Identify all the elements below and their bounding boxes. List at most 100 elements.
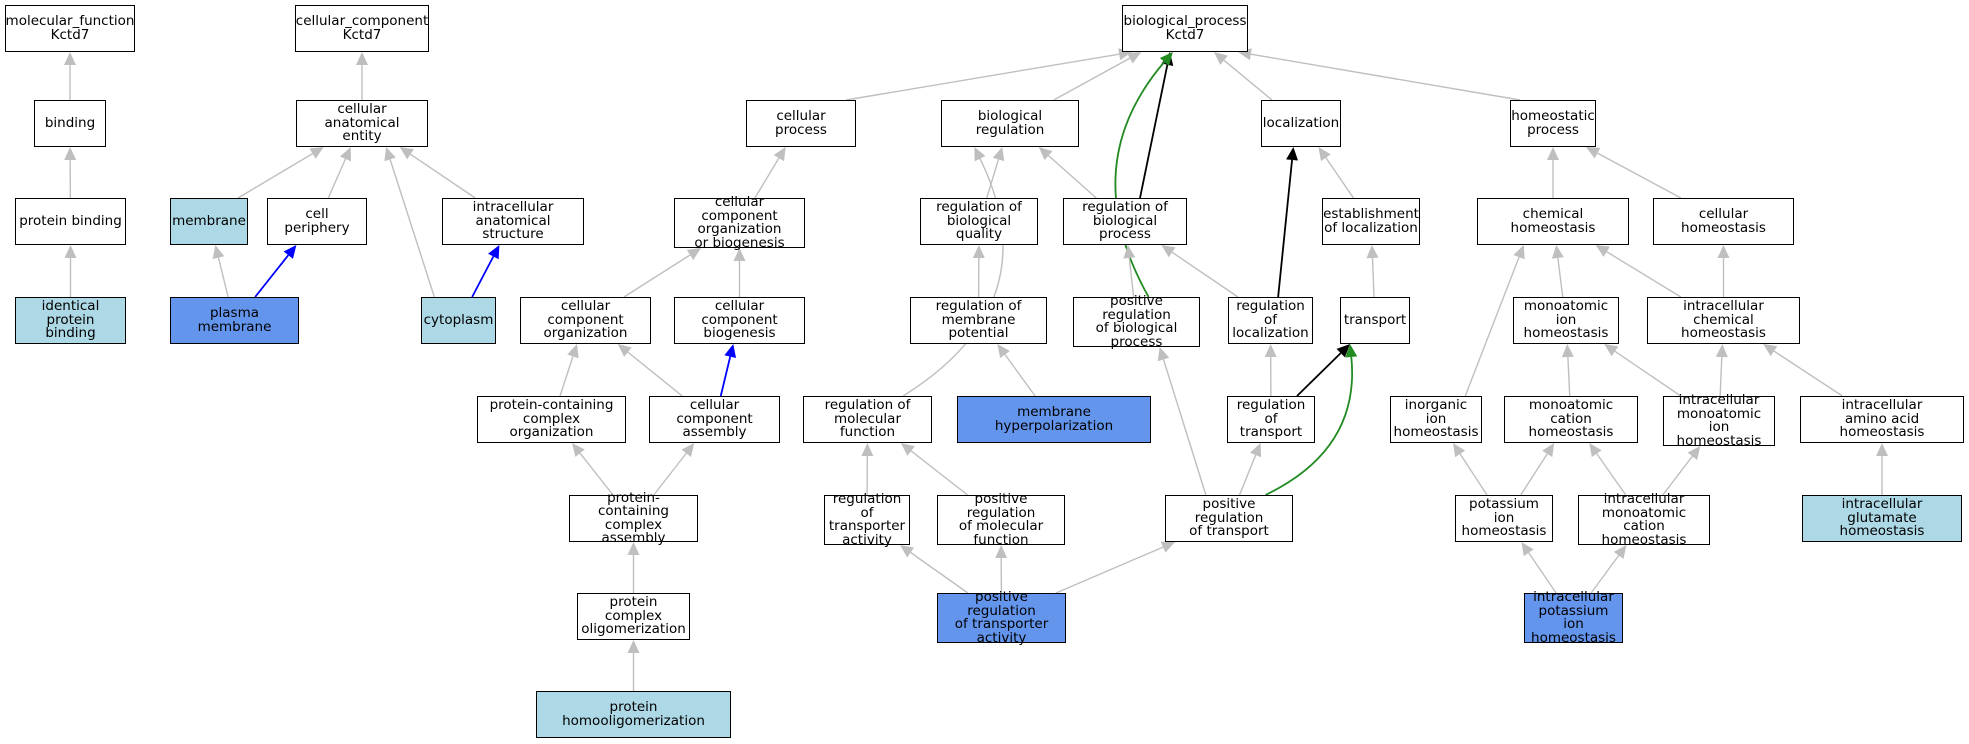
edge-igh-to-iaah [1876,443,1888,495]
node-regulation-of-biological-quality[interactable]: regulation of biological quality [920,198,1038,245]
edge-pcca-to-cca [653,443,695,496]
arrowhead [1687,446,1701,460]
edge-cytoplasm-to-intracellular_anatomical [471,245,500,298]
node-positive-regulation-of-molecular-function[interactable]: positive regulation of molecular functio… [937,492,1065,546]
node-intracellular-potassium-ion-homeostasis[interactable]: intracellular potassium ion homeostasis [1524,590,1623,644]
edge-prbp-to-rbp [1123,245,1136,298]
edge-cellular_process-to-bp [845,48,1132,101]
node-binding[interactable]: binding [34,100,106,147]
edge-transport-to-eol [1366,245,1379,298]
node-intracellular-glutamate-homeostasis[interactable]: intracellular glutamate homeostasis [1802,495,1962,542]
node-cytoplasm[interactable]: cytoplasm [421,297,496,344]
edge-prt-to-prbp [1157,347,1207,496]
node-localization[interactable]: localization [1261,100,1341,147]
arrowhead [1717,245,1730,258]
node-cellular-component-organization-or-biogenesis[interactable]: cellular component organization or bioge… [674,195,805,249]
node-chemical-homeostasis[interactable]: chemical homeostasis [1477,198,1629,245]
node-regulation-of-localization[interactable]: regulation of localization [1228,297,1313,344]
edge-rol-to-localization [1277,147,1299,298]
node-regulation-of-membrane-potential[interactable]: regulation of membrane potential [910,297,1047,344]
node-transport[interactable]: transport [1340,297,1410,344]
node-regulation-of-transport[interactable]: regulation of transport [1227,396,1315,443]
edge-chemical_homeostasis-to-homeostatic_process [1547,147,1559,198]
edge-rol-to-rbp [1161,245,1239,298]
edge-identical_protein_binding-to-protein_binding [64,245,77,297]
arrowhead [773,147,786,162]
node-homeostatic-process[interactable]: homeostatic process [1510,100,1596,147]
node-cellular-component-organization[interactable]: cellular component organization [520,297,651,344]
node-biological-regulation[interactable]: biological regulation [941,100,1079,147]
edge-rot-to-rol [1264,344,1277,397]
node-cellular-component[interactable]: cellular_component Kctd7 [295,5,429,52]
edge-cca-to-cco [617,344,683,397]
node-positive-regulation-of-transport[interactable]: positive regulation of transport [1165,495,1293,542]
node-cellular-component-biogenesis[interactable]: cellular component biogenesis [674,297,805,344]
node-cell-periphery[interactable]: cell periphery [267,198,367,245]
edge-prt-to-transport [1265,344,1358,496]
edge-imih-to-ich [1715,344,1728,397]
arrowhead [64,52,76,65]
edge-rot-to-transport [1296,344,1350,397]
arrowhead [1366,245,1379,259]
node-membrane-hyperpolarization[interactable]: membrane hyperpolarization [957,396,1151,443]
arrowhead [861,443,874,457]
node-membrane[interactable]: membrane [170,198,248,245]
node-establishment-of-localization[interactable]: establishment of localization [1322,198,1420,245]
node-protein-containing-complex-organization[interactable]: protein-containing complex organization [477,396,626,443]
arrowhead [724,344,737,359]
edge-prbp-to-bp [1114,52,1173,298]
node-monoatomic-cation-homeostasis[interactable]: monoatomic cation homeostasis [1504,396,1638,443]
edge-cell_periphery-to-cae [327,147,351,199]
node-monoatomic-ion-homeostasis[interactable]: monoatomic ion homeostasis [1513,297,1619,344]
edge-pho-to-pco [627,640,640,691]
node-cellular-component-assembly[interactable]: cellular component assembly [649,396,780,443]
node-regulation-of-molecular-function[interactable]: regulation of molecular function [803,396,932,443]
node-protein-containing-complex-assembly[interactable]: protein-containing complex assembly [569,491,698,545]
node-intracellular-amino-acid-homeostasis[interactable]: intracellular amino acid homeostasis [1800,396,1964,443]
edge-ccb-to-ccob [733,248,746,297]
edge-prmf-to-rmf [900,443,969,496]
arrowhead [992,147,1005,162]
arrowhead [1876,443,1888,456]
edge-iaah-to-ich [1763,344,1843,397]
edge-rmp-to-rbq [972,245,985,298]
arrowhead [1161,245,1176,258]
arrowhead [1715,344,1728,358]
arrowhead [356,52,368,65]
arrowhead [488,245,500,260]
edge-prta-to-prt [1055,541,1175,594]
node-cellular-anatomical-entity[interactable]: cellular anatomical entity [296,100,428,147]
node-positive-regulation-of-transporter-activity[interactable]: positive regulation of transporter activ… [937,590,1066,644]
node-protein-complex-oligomerization[interactable]: protein complex oligomerization [577,593,690,640]
arrowhead [1123,245,1136,259]
edge-ccob-to-cellular_process [754,147,786,199]
arrowhead [399,147,414,160]
node-cellular-homeostasis[interactable]: cellular homeostasis [1653,198,1794,245]
node-molecular-function[interactable]: molecular_function Kctd7 [5,5,135,52]
edge-cytoplasm-to-cae [384,147,436,298]
node-protein-binding[interactable]: protein binding [15,198,126,245]
node-potassium-ion-homeostasis[interactable]: potassium ion homeostasis [1455,495,1553,542]
node-plasma-membrane[interactable]: plasma membrane [170,297,299,344]
arrowhead [974,147,986,162]
arrowhead [686,248,701,261]
node-identical-protein-binding[interactable]: identical protein binding [15,297,126,344]
node-intracellular-anatomical-structure[interactable]: intracellular anatomical structure [442,198,584,245]
edge-pcco-to-cco [559,344,579,397]
node-cellular-process[interactable]: cellular process [746,100,856,147]
node-regulation-of-transporter-activity[interactable]: regulation of transporter activity [824,492,910,546]
node-intracellular-monoatomic-cation-homeostasis[interactable]: intracellular monoatomic cation homeosta… [1578,492,1710,546]
edge-cellular_homeostasis-to-homeostatic_process [1586,147,1682,199]
node-positive-regulation-of-biological-process[interactable]: positive regulation of biological proces… [1073,294,1200,348]
node-biological-process[interactable]: biological_process Kctd7 [1122,5,1248,52]
arrowhead [1159,52,1173,66]
edge-ich-to-cellular_homeostasis [1717,245,1730,297]
arrowhead [1521,542,1534,557]
node-protein-homooligomerization[interactable]: protein homooligomerization [536,691,731,738]
node-inorganic-ion-homeostasis[interactable]: inorganic ion homeostasis [1390,396,1482,443]
edge-cae-to-cc [356,52,368,100]
node-regulation-of-biological-process[interactable]: regulation of biological process [1063,198,1187,245]
node-intracellular-monoatomic-ion-homeostasis[interactable]: intracellular monoatomic ion homeostasis [1663,393,1775,447]
edge-rbq-to-biological_regulation [986,147,1005,199]
node-intracellular-chemical-homeostasis[interactable]: intracellular chemical homeostasis [1647,297,1800,344]
